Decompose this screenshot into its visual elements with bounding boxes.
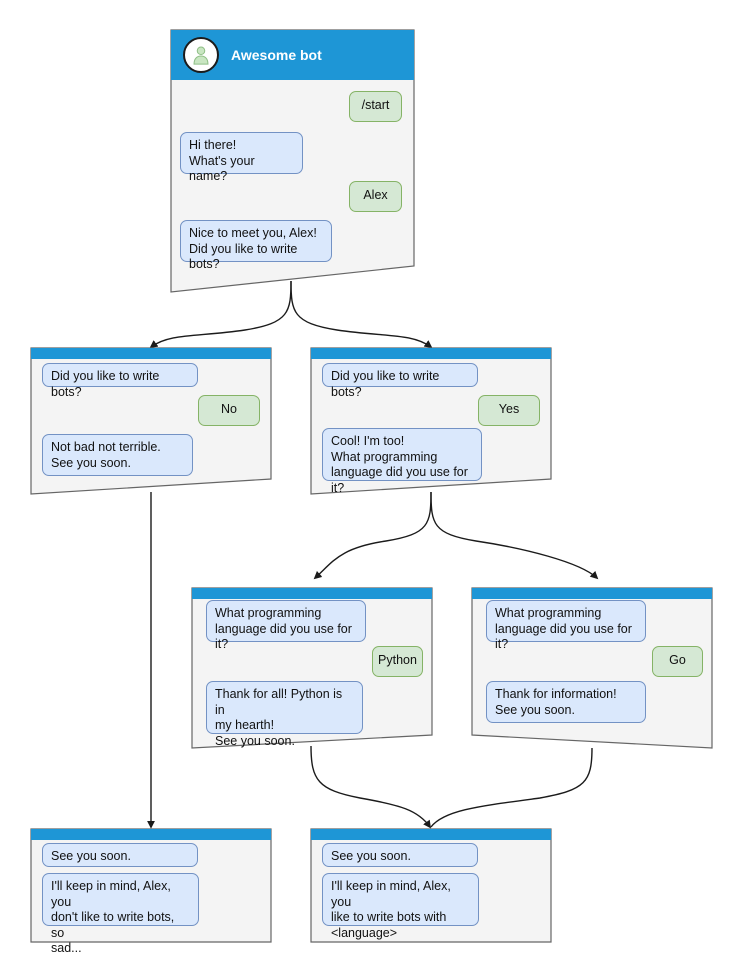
message-bubble-bot[interactable]: See you soon. [42, 843, 198, 867]
card-start-titlebar: Awesome bot [171, 30, 414, 80]
person-avatar-icon [183, 37, 219, 73]
message-bubble-bot[interactable]: Not bad not terrible. See you soon. [42, 434, 193, 476]
card-end-no-messages: See you soon. I'll keep in mind, Alex, y… [31, 829, 271, 955]
message-bubble-bot[interactable]: Did you like to write bots? [42, 363, 198, 399]
message-bubble-bot[interactable]: I'll keep in mind, Alex, you don't like … [42, 873, 199, 955]
message-bubble-bot[interactable]: Thank for information! See you soon. [486, 681, 646, 723]
card-branch-python[interactable]: What programming language did you use fo… [191, 587, 433, 749]
card-branch-yes-titlebar [311, 348, 551, 359]
card-branch-go-messages: What programming language did you use fo… [472, 588, 712, 748]
message-bubble-user[interactable]: Go [652, 646, 703, 677]
card-end-no-titlebar [31, 829, 271, 840]
card-end-yes-titlebar [311, 829, 551, 840]
card-start-title: Awesome bot [231, 47, 322, 63]
message-bubble-user[interactable]: Python [372, 646, 423, 677]
edge-yes-to-python [313, 491, 432, 580]
card-branch-no[interactable]: Did you like to write bots? No Not bad n… [30, 347, 272, 495]
message-bubble-bot[interactable]: Thank for all! Python is in my hearth! S… [206, 681, 363, 748]
card-branch-no-messages: Did you like to write bots? No Not bad n… [31, 348, 271, 494]
card-end-yes[interactable]: See you soon. I'll keep in mind, Alex, y… [310, 828, 552, 943]
card-branch-no-titlebar [31, 348, 271, 359]
card-branch-yes-messages: Did you like to write bots? Yes Cool! I'… [311, 348, 551, 495]
card-branch-go[interactable]: What programming language did you use fo… [471, 587, 713, 749]
message-bubble-bot[interactable]: Hi there! What's your name? [180, 132, 303, 183]
card-start[interactable]: Awesome bot /start Hi there! What's your… [170, 29, 415, 293]
message-bubble-bot[interactable]: Nice to meet you, Alex! Did you like to … [180, 220, 332, 271]
card-branch-yes[interactable]: Did you like to write bots? Yes Cool! I'… [310, 347, 552, 495]
message-bubble-user[interactable]: /start [349, 91, 402, 122]
message-bubble-user[interactable]: No [198, 395, 260, 426]
message-bubble-bot[interactable]: What programming language did you use fo… [486, 600, 646, 651]
message-bubble-user[interactable]: Alex [349, 181, 402, 212]
card-branch-python-titlebar [192, 588, 432, 599]
card-branch-python-messages: What programming language did you use fo… [192, 588, 432, 748]
edge-go-to-end [430, 747, 593, 828]
message-bubble-user[interactable]: Yes [478, 395, 540, 426]
message-bubble-bot[interactable]: I'll keep in mind, Alex, you like to wri… [322, 873, 479, 940]
message-bubble-bot[interactable]: Cool! I'm too! What programming language… [322, 428, 482, 495]
card-branch-go-titlebar [472, 588, 712, 599]
message-bubble-bot[interactable]: Did you like to write bots? [322, 363, 478, 399]
card-start-messages: /start Hi there! What's your name? Alex … [171, 30, 414, 292]
edge-python-to-end [310, 745, 432, 829]
card-end-no[interactable]: See you soon. I'll keep in mind, Alex, y… [30, 828, 272, 955]
card-end-yes-messages: See you soon. I'll keep in mind, Alex, y… [311, 829, 551, 942]
edge-yes-to-go [430, 491, 599, 580]
message-bubble-bot[interactable]: What programming language did you use fo… [206, 600, 366, 651]
message-bubble-bot[interactable]: See you soon. [322, 843, 478, 867]
